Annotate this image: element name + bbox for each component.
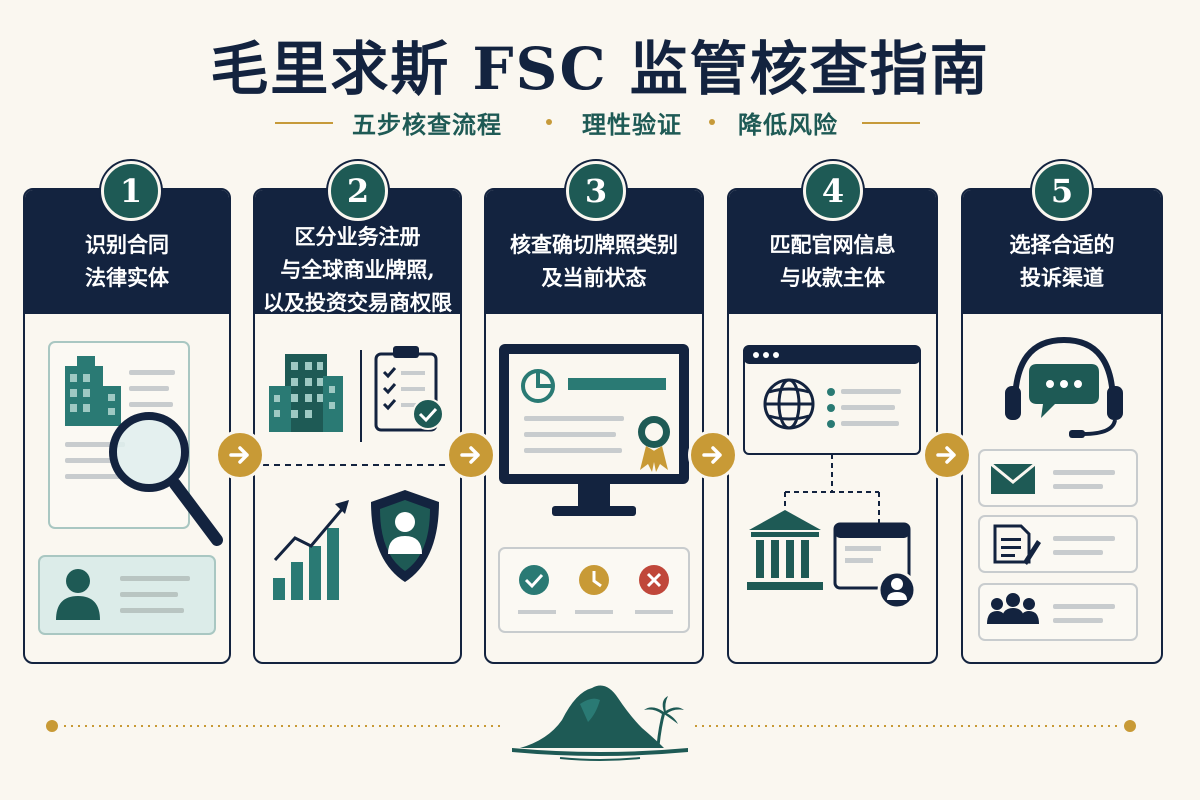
step-5-line-1: 选择合适的 <box>1009 232 1115 257</box>
step-2-illustration <box>263 346 452 600</box>
palm-tree-icon <box>644 696 684 747</box>
subtitle-verify: 理性验证 <box>582 110 682 139</box>
page-title: 毛里求斯 FSC 监管核查指南 <box>210 35 990 103</box>
payment-card-icon <box>833 522 917 610</box>
step-card-2: 区分业务注册 与全球商业牌照, 以及投资交易商权限 <box>253 188 462 664</box>
step-4-badge: 4 <box>803 161 863 221</box>
globe-icon <box>763 378 815 430</box>
step-card-4: 匹配官网信息 与收款主体 <box>727 188 938 664</box>
subtitle-risk: 降低风险 <box>738 110 838 139</box>
subtitle-row: 五步核查流程 理性验证 降低风险 <box>0 105 1200 139</box>
step-3-line-2: 及当前状态 <box>541 265 647 290</box>
support-headset-icon <box>1005 336 1123 438</box>
step-1-line-2: 法律实体 <box>85 265 169 290</box>
connector-lines <box>784 454 880 524</box>
subtitle-right-rule <box>862 122 920 124</box>
certificate-seal-icon <box>638 416 670 472</box>
step-2-badge: 2 <box>328 161 388 221</box>
office-building-icon <box>269 354 343 432</box>
step-card-1: 识别合同 法律实体 <box>23 188 231 664</box>
step-5-badge: 5 <box>1032 161 1092 221</box>
step-3-line-1: 核查确切牌照类别 <box>510 232 678 257</box>
subtitle-separator-dot <box>709 119 715 125</box>
arrow-right-icon <box>446 430 496 480</box>
step-2-line-3: 以及投资交易商权限 <box>263 290 452 315</box>
browser-window-icon <box>743 345 921 455</box>
step-2-line-2: 与全球商业牌照, <box>280 257 435 282</box>
step-2-line-1: 区分业务注册 <box>294 224 421 249</box>
step-3-badge: 3 <box>566 161 626 221</box>
footer-decoration <box>46 685 1136 761</box>
status-pending-icon <box>579 565 609 595</box>
step-1-line-1: 识别合同 <box>85 232 169 257</box>
bank-icon <box>747 510 823 590</box>
subtitle-left-rule <box>275 122 333 124</box>
step-1-illustration <box>38 341 223 635</box>
status-approved-icon <box>519 565 549 595</box>
shield-user-icon <box>371 490 439 582</box>
footer-right-dot <box>1124 720 1136 732</box>
clipboard-checklist-icon <box>374 346 444 432</box>
magnifier-icon <box>109 412 223 546</box>
arrow-right-icon <box>215 430 265 480</box>
status-revoked-icon <box>639 565 669 595</box>
person-icon <box>56 569 100 620</box>
footer-left-dot <box>46 720 58 732</box>
step-3-illustration <box>498 344 690 633</box>
monitor-icon <box>499 344 689 516</box>
step-1-badge: 1 <box>101 161 161 221</box>
arrow-right-icon <box>688 430 738 480</box>
island-mountain-icon <box>512 685 688 761</box>
step-2-text: 区分业务注册 与全球商业牌照, 以及投资交易商权限 <box>255 220 460 319</box>
step-3-text: 核查确切牌照类别 及当前状态 <box>486 228 702 294</box>
step-4-line-2: 与收款主体 <box>780 265 885 290</box>
step-4-text: 匹配官网信息 与收款主体 <box>729 228 936 294</box>
envelope-icon <box>990 462 1036 494</box>
form-document-icon <box>993 524 1041 565</box>
step-4-illustration <box>743 345 921 610</box>
info-list <box>827 388 901 428</box>
step-5-illustration <box>978 336 1138 641</box>
subtitle-process: 五步核查流程 <box>352 110 502 139</box>
step-card-5: 选择合适的 投诉渠道 <box>961 188 1163 664</box>
subtitle-separator-dot <box>546 119 552 125</box>
channel-group-row <box>978 583 1138 641</box>
step-card-3: 核查确切牌照类别 及当前状态 <box>484 188 704 664</box>
arrow-right-icon <box>922 430 972 480</box>
step-5-text: 选择合适的 投诉渠道 <box>963 228 1161 294</box>
building-icon <box>65 356 121 426</box>
step-5-line-2: 投诉渠道 <box>1020 265 1104 290</box>
people-group-icon <box>987 593 1039 624</box>
step-1-text: 识别合同 法律实体 <box>25 228 229 294</box>
step-4-line-1: 匹配官网信息 <box>769 232 896 257</box>
growth-chart-icon <box>273 500 349 600</box>
